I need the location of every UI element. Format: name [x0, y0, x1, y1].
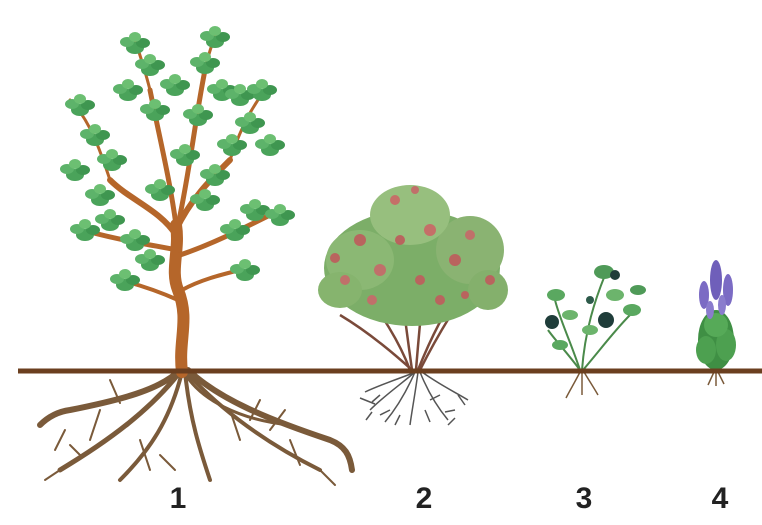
herb-foliage [696, 310, 736, 370]
herb-roots [708, 372, 724, 386]
small-shrub-roots [566, 372, 598, 398]
plant-number-1: 1 [158, 484, 198, 514]
tree-icon [40, 26, 352, 485]
flowering-herb-icon [696, 260, 736, 386]
shrub-foliage [318, 185, 508, 326]
plant-number-3: 3 [564, 484, 604, 514]
small-shrub-stems [548, 275, 630, 370]
plant-number-2: 2 [404, 484, 444, 514]
shrub-roots [360, 372, 468, 425]
tree-roots [40, 370, 352, 485]
shrub-icon [318, 185, 508, 425]
small-shrub-foliage [545, 265, 646, 350]
small-shrub-icon [545, 265, 646, 398]
plant-number-4: 4 [700, 484, 740, 514]
